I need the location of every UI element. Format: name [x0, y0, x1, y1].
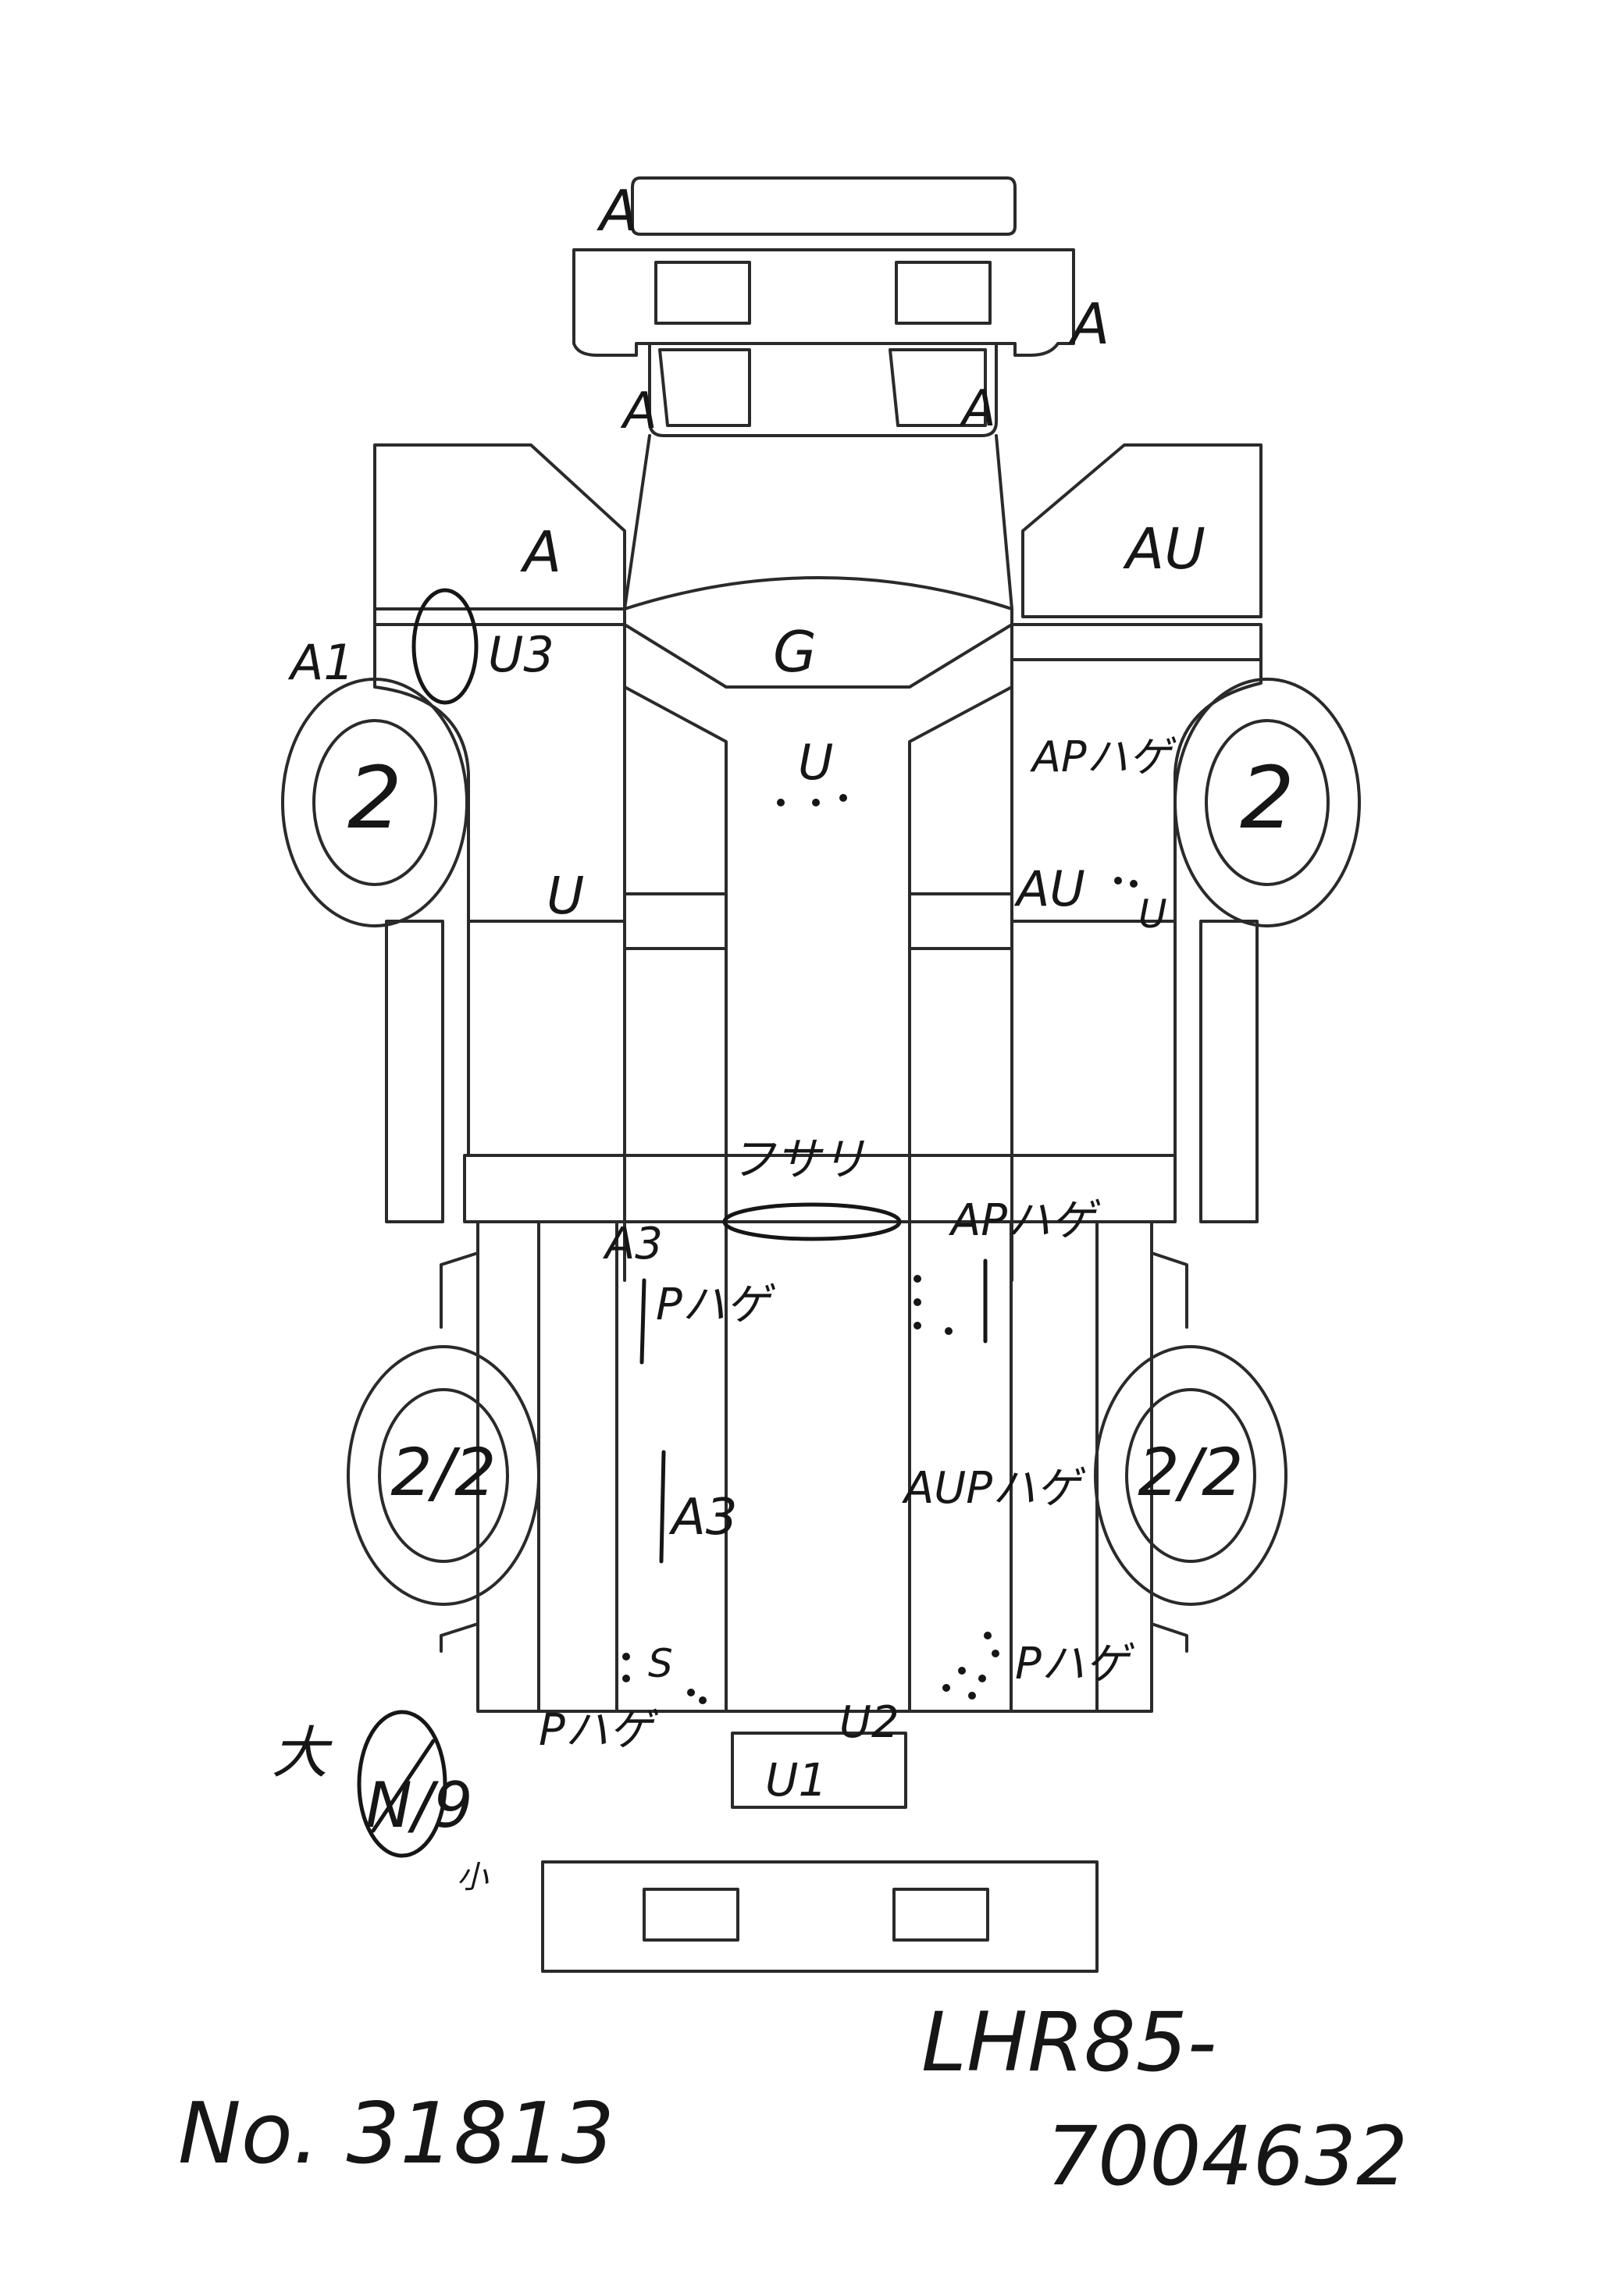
label-cab-roof: U [798, 734, 833, 791]
front-fender-right [1010, 443, 1263, 661]
scratch-line-2 [659, 1450, 666, 1564]
tire-front-right-label: 2 [1240, 748, 1295, 848]
record-number: No. 31813 [178, 2085, 614, 2183]
rear-bumper [541, 1860, 1099, 1973]
label-rear-center: U1 [765, 1753, 827, 1807]
label-windshield: G [773, 619, 817, 685]
headlamps [648, 342, 998, 437]
label-door-left-bottom: U [547, 866, 584, 926]
label-cab-back: フサリ [730, 1133, 866, 1186]
front-grille [572, 248, 1075, 357]
label-front-fender-left: A [520, 519, 561, 585]
label-door-right-bottom-sub: U [1138, 892, 1167, 937]
label-front-fender-right: AU [1123, 516, 1206, 582]
label-door-right-bottom: AU [1013, 860, 1085, 917]
scratch-line-1 [639, 1278, 646, 1365]
dent-dots [622, 794, 1138, 1704]
label-headlamp-left: A [620, 383, 657, 440]
tire-rear-left-label: 2/2 [390, 1434, 496, 1511]
tire-rear-left: 2/2 [347, 1345, 540, 1606]
chassis-serial: 7004632 [1046, 2109, 1408, 2204]
handwritten-marks [357, 588, 988, 1858]
label-bed-right-2: AUPハゲ [902, 1463, 1086, 1514]
label-windshield-mark: N/9 [365, 1769, 473, 1842]
front-bumper [631, 176, 1017, 236]
label-hood-panel-right: A [1068, 291, 1109, 357]
circle-mark-door [411, 588, 479, 705]
chassis-code: LHR85- [921, 1995, 1216, 2090]
label-rear-right: U2 [839, 1697, 899, 1748]
rear-hitch [731, 1732, 907, 1809]
label-front-bumper: A [597, 178, 638, 244]
truck-bed [440, 1205, 1188, 1713]
tire-rear-right: 2/2 [1094, 1345, 1287, 1606]
side-steps [385, 920, 1259, 1223]
tire-front-left: 2 [281, 678, 468, 927]
tire-front-left-label: 2 [347, 748, 402, 848]
tire-front-right: 2 [1173, 678, 1361, 927]
label-door-right-top: APハゲ [1030, 732, 1177, 781]
door-left [373, 623, 728, 1157]
door-right [908, 658, 1263, 1157]
label-windshield-size: 大 [272, 1720, 333, 1785]
circle-mark-windshield [357, 1710, 447, 1858]
slash-windshield [371, 1739, 436, 1833]
label-rear-left: Pハゲ [539, 1705, 659, 1756]
label-bed-left-2: A3 [668, 1489, 738, 1547]
label-bed-rear-right: Pハゲ [1015, 1639, 1135, 1689]
label-door-left-top: A1 [287, 634, 354, 691]
label-bed-front-left: A3 [603, 1219, 663, 1269]
label-bed-front-right: APハゲ [949, 1195, 1101, 1246]
label-door-left-top-circled: U3 [488, 626, 554, 683]
label-headlamp-right: A [959, 380, 996, 438]
label-bed-left-1: Pハゲ [656, 1280, 776, 1330]
circle-mark-cab-back [722, 1202, 902, 1241]
tire-rear-right-label: 2/2 [1138, 1434, 1243, 1511]
cab-back [463, 1154, 1177, 1223]
label-windshield-mark-note: 小 [457, 1860, 489, 1896]
label-bed-rear-left: S [648, 1641, 673, 1686]
front-fender-left [373, 443, 626, 626]
